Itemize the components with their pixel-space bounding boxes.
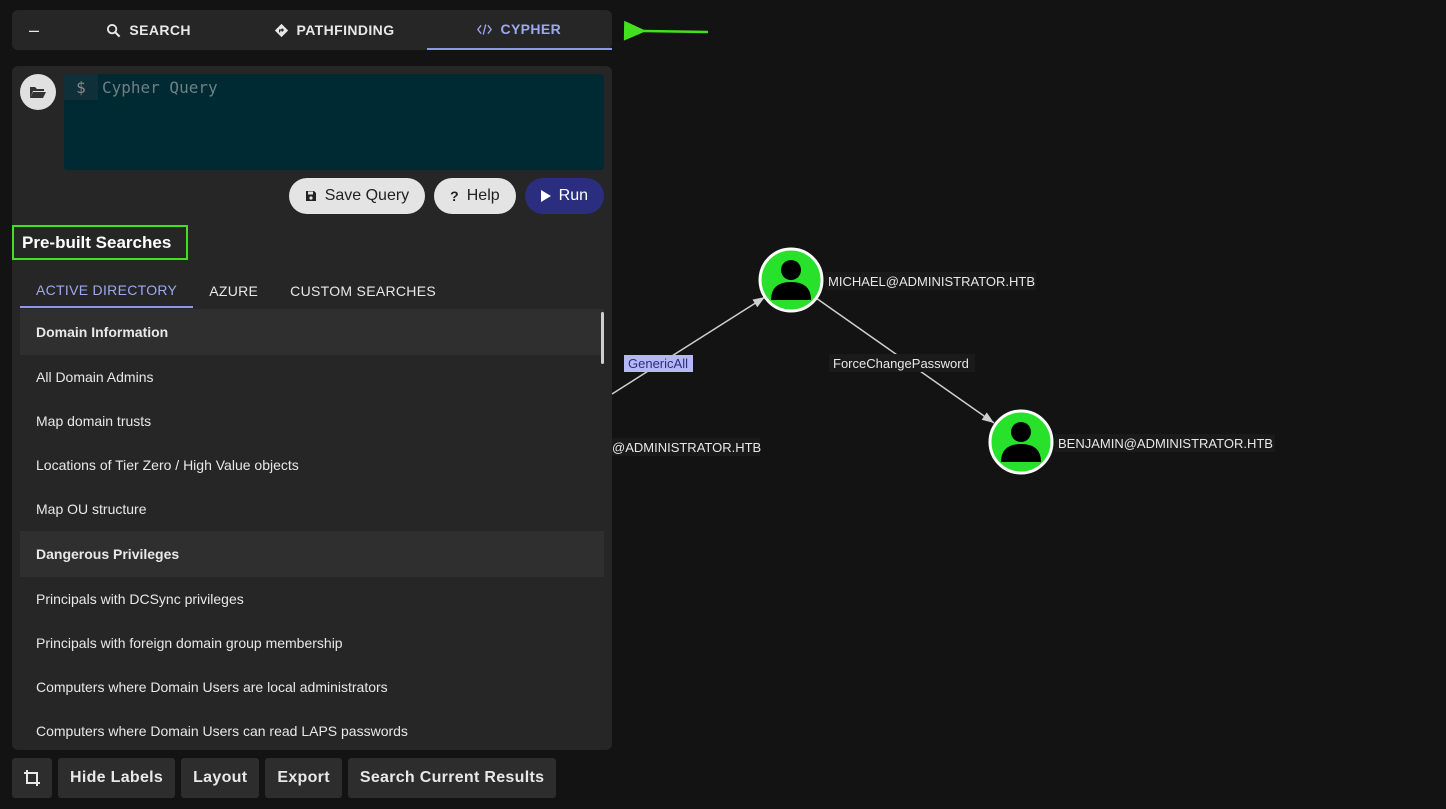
prebuilt-search-list[interactable]: Domain Information All Domain Admins Map… xyxy=(20,309,604,750)
help-label: Help xyxy=(466,187,500,204)
code-icon xyxy=(477,23,493,35)
list-item[interactable]: Locations of Tier Zero / High Value obje… xyxy=(36,457,299,473)
tab-search[interactable]: SEARCH xyxy=(56,10,241,50)
query-prompt: $ xyxy=(64,74,98,100)
list-item[interactable]: Principals with foreign domain group mem… xyxy=(36,635,343,651)
user-icon xyxy=(1001,422,1041,462)
prebuilt-searches-title: Pre-built Searches xyxy=(12,225,188,260)
edge-label-genericall[interactable]: GenericAll xyxy=(628,356,688,371)
annotation-arrow-cypher xyxy=(623,20,709,41)
edge-label-bg-forcechangepassword xyxy=(829,354,975,372)
save-query-button[interactable]: Save Query xyxy=(288,178,426,214)
cypher-panel: $ Save Query ? Help Run Pre-built Search… xyxy=(12,66,612,750)
save-query-label: Save Query xyxy=(324,187,410,204)
cypher-query-input[interactable] xyxy=(98,74,604,170)
open-saved-queries-button[interactable] xyxy=(20,74,56,110)
directions-icon xyxy=(274,23,288,37)
search-icon xyxy=(107,23,121,37)
tab-cypher-label: CYPHER xyxy=(500,21,562,37)
list-item[interactable]: Map OU structure xyxy=(36,501,147,517)
cypher-query-editor: $ xyxy=(64,74,604,170)
tab-pathfinding-label: PATHFINDING xyxy=(296,22,395,38)
tab-pathfinding[interactable]: PATHFINDING xyxy=(241,10,426,50)
user-icon xyxy=(771,260,811,300)
hide-labels-button[interactable]: Hide Labels xyxy=(58,758,176,798)
save-icon xyxy=(305,191,316,201)
list-item[interactable]: Computers where Domain Users can read LA… xyxy=(36,723,408,739)
list-section-header: Domain Information xyxy=(20,309,604,355)
crop-icon xyxy=(24,770,40,786)
bottom-toolbar: Hide Labels Layout Export Search Current… xyxy=(12,758,557,798)
node-label-bg-michael xyxy=(825,272,1036,290)
play-icon xyxy=(540,190,551,202)
list-item[interactable]: Principals with DCSync privileges xyxy=(36,591,244,607)
list-section-header: Dangerous Privileges xyxy=(20,531,604,577)
help-button[interactable]: ? Help xyxy=(434,178,516,214)
tab-active-directory[interactable]: ACTIVE DIRECTORY xyxy=(20,274,194,308)
list-scrollbar[interactable] xyxy=(601,312,604,364)
top-tab-bar: – SEARCH PATHFINDING CYPHER xyxy=(12,10,612,50)
help-icon: ? xyxy=(450,188,459,204)
node-label-bg-offscreen xyxy=(610,438,760,456)
node-label-offscreen[interactable]: @ADMINISTRATOR.HTB xyxy=(612,440,761,455)
prebuilt-tabs: ACTIVE DIRECTORY AZURE CUSTOM SEARCHES xyxy=(20,274,452,308)
export-button[interactable]: Export xyxy=(265,758,342,798)
list-item[interactable]: All Domain Admins xyxy=(36,369,154,385)
folder-open-icon xyxy=(30,87,46,98)
list-item[interactable]: Computers where Domain Users are local a… xyxy=(36,679,388,695)
node-label-bg-benjamin xyxy=(1055,434,1275,452)
edge-label-bg-genericall xyxy=(624,355,693,372)
edge-label-forcechangepassword[interactable]: ForceChangePassword xyxy=(833,356,969,371)
tab-search-label: SEARCH xyxy=(129,22,191,38)
list-item[interactable]: Map domain trusts xyxy=(36,413,152,429)
edge-genericall[interactable] xyxy=(611,296,766,395)
tab-cypher[interactable]: CYPHER xyxy=(426,10,612,50)
collapse-button[interactable]: – xyxy=(28,19,39,40)
run-label: Run xyxy=(558,187,588,204)
node-label-michael[interactable]: MICHAEL@ADMINISTRATOR.HTB xyxy=(828,274,1035,289)
node-label-benjamin[interactable]: BENJAMIN@ADMINISTRATOR.HTB xyxy=(1058,436,1273,451)
run-button[interactable]: Run xyxy=(524,178,604,214)
tab-azure[interactable]: AZURE xyxy=(209,283,259,299)
search-current-results-button[interactable]: Search Current Results xyxy=(347,758,557,798)
layout-button[interactable]: Layout xyxy=(181,758,260,798)
node-benjamin[interactable] xyxy=(988,409,1054,475)
node-michael[interactable] xyxy=(758,247,824,313)
crop-button[interactable] xyxy=(12,758,52,798)
tab-custom-searches[interactable]: CUSTOM SEARCHES xyxy=(290,283,436,299)
query-actions: Save Query ? Help Run xyxy=(288,178,604,214)
